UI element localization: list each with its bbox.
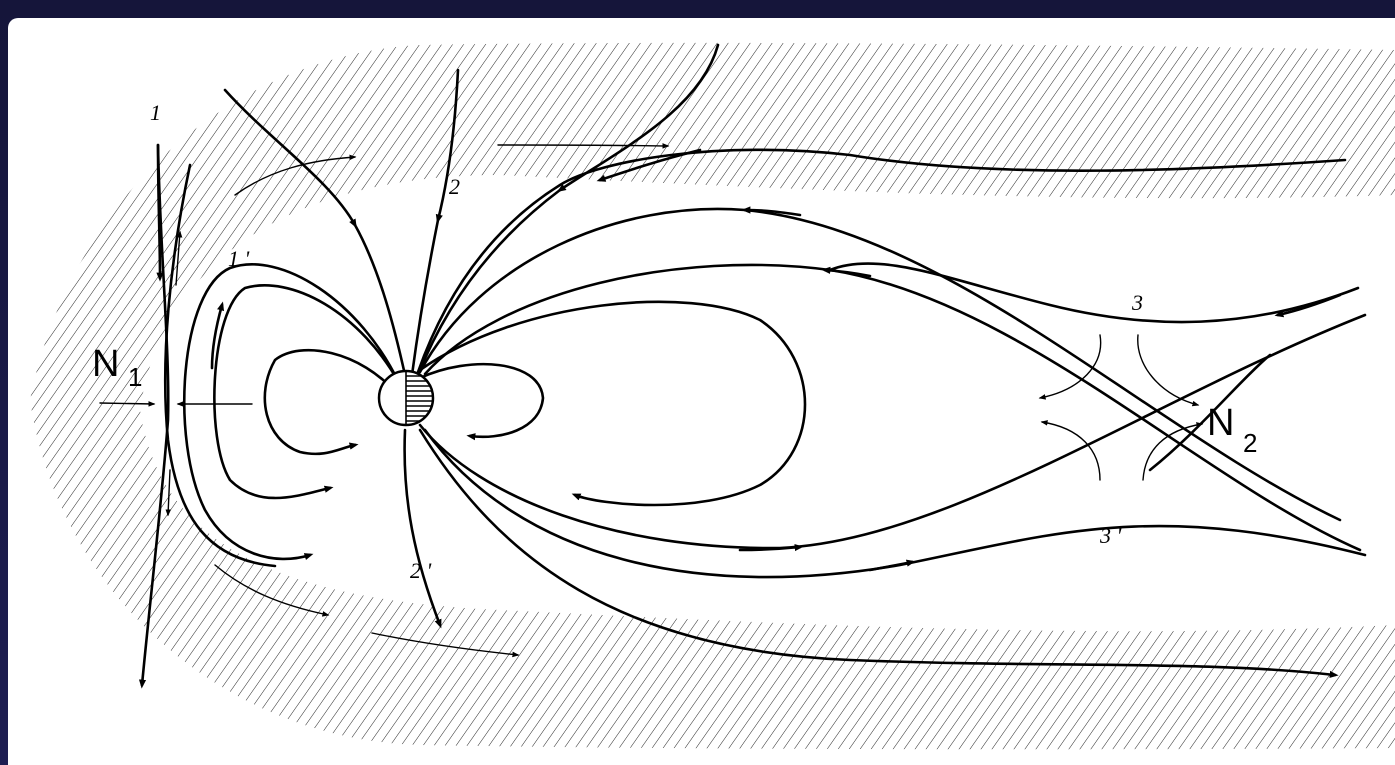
label-field-1: 1 <box>150 100 161 125</box>
inflow-arrow-n1 <box>100 403 154 404</box>
label-field-2p: 2 ' <box>410 558 432 583</box>
earth-icon <box>379 371 434 425</box>
magnetosheath-hatch <box>30 43 1395 749</box>
field-line-3p <box>425 430 1365 577</box>
field-line-2p <box>405 430 440 625</box>
nightside-loop-small <box>420 364 543 437</box>
n2-curve-bottom-left <box>1042 422 1100 480</box>
label-field-1p: 1 ' <box>228 246 250 271</box>
label-field-2: 2 <box>449 174 460 199</box>
label-field-3p: 3 ' <box>1099 523 1122 548</box>
label-neutral-point-2-sub: 2 <box>1243 428 1257 458</box>
tail-lobe-north-3-arrow <box>825 270 870 276</box>
field-line-3p-arrow <box>870 562 912 570</box>
label-field-3: 3 <box>1131 290 1143 315</box>
field-line-3-arrow <box>1278 295 1340 315</box>
dayside-loop-2 <box>214 285 402 498</box>
label-neutral-point-2: N <box>1207 402 1234 444</box>
field-line-1p <box>184 264 400 559</box>
tail-lobe-north-2 <box>420 209 1340 520</box>
label-neutral-point-1-sub: 1 <box>128 362 142 392</box>
label-neutral-point-1: N <box>92 343 119 385</box>
dayside-loop-3 <box>265 350 398 454</box>
field-line-3 <box>830 263 1358 322</box>
